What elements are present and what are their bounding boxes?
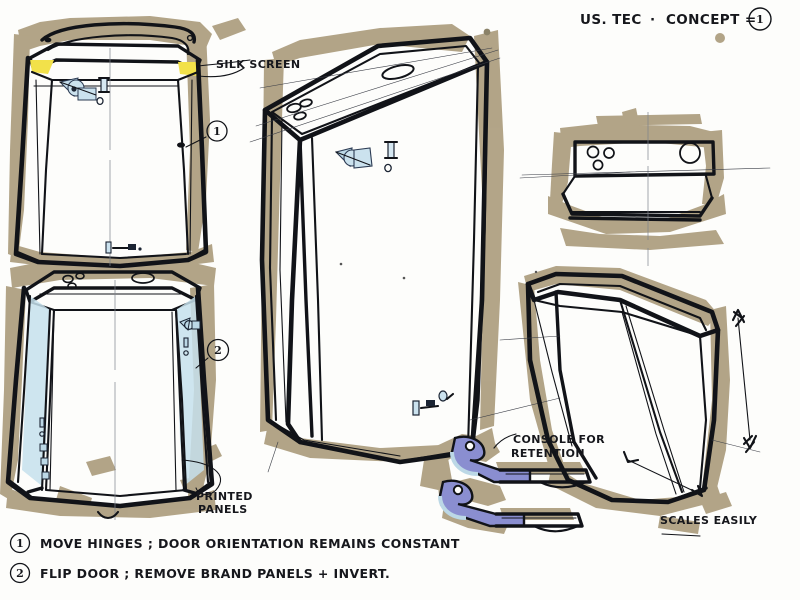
brand-logo-mark-perspective <box>334 140 399 173</box>
footer-note-1-badge-text: 1 <box>16 537 24 550</box>
brand-logo-mark-open-left <box>39 417 50 480</box>
brand-panel-left <box>22 296 50 486</box>
dimension-arrow-right <box>731 308 758 454</box>
view-top-plan-detail <box>519 112 771 240</box>
footer-note-1: 1 MOVE HINGES ; DOOR ORIENTATION REMAINS… <box>9 532 460 554</box>
hinge-upper <box>450 435 592 489</box>
view-front-elevation-closed: SILK SCREEN 1 <box>13 22 300 269</box>
footer-note-2-badge-circle <box>9 562 31 584</box>
brand-logo-mark-open-right <box>179 317 201 356</box>
lower-mark-perspective <box>412 390 455 416</box>
header-badge-text: 1 <box>756 13 764 26</box>
header-separator: · <box>650 12 656 28</box>
view-front-elevation-open: 2 PRINTED PANELS <box>5 270 253 520</box>
plan-cutout-4 <box>679 142 701 164</box>
footer-note-2-text: FLIP DOOR ; REMOVE BRAND PANELS + INVERT… <box>40 566 390 581</box>
label-console-line1: CONSOLE FOR <box>513 433 605 446</box>
label-silk-screen: SILK SCREEN <box>216 58 300 71</box>
callout-badge-2-text: 2 <box>214 344 222 357</box>
footer-note-2-badge-text: 2 <box>16 567 24 580</box>
footer-notes: 1 MOVE HINGES ; DOOR ORIENTATION REMAINS… <box>9 532 460 584</box>
callout-badge-1-circle <box>206 120 228 142</box>
plan-cutout-3 <box>592 159 604 171</box>
label-scales-easily: SCALES EASILY <box>660 514 758 527</box>
view-angled-perspective: SCALES EASILY <box>499 248 761 537</box>
header-client: US. TEC <box>580 12 642 28</box>
footer-note-2: 2 FLIP DOOR ; REMOVE BRAND PANELS + INVE… <box>9 562 390 584</box>
accent-yellow-left <box>30 60 54 74</box>
label-printed-panels-line2: PANELS <box>198 503 248 516</box>
footer-note-1-text: MOVE HINGES ; DOOR ORIENTATION REMAINS C… <box>40 536 460 551</box>
plan-cutout-1 <box>586 145 600 159</box>
view-main-perspective <box>249 28 561 473</box>
callout-badge-1-text: 1 <box>213 125 221 138</box>
lower-mark-closed <box>105 241 142 254</box>
label-console-line2: RETENTION <box>511 447 585 460</box>
header-badge-circle <box>748 7 772 31</box>
dimension-arrow-bottom <box>622 450 704 498</box>
label-printed-panels-line1: PRINTED <box>196 490 253 503</box>
plan-cutout-2 <box>603 147 615 159</box>
callout-badge-2-circle <box>206 338 230 362</box>
brand-logo-mark-closed <box>59 76 111 106</box>
view-hinge-section-detail: CONSOLE FOR RETENTION <box>438 433 605 533</box>
sheet-header: US. TEC · CONCEPT = 1 <box>580 7 772 31</box>
hinge-lower <box>438 479 584 533</box>
footer-note-1-badge-circle <box>9 532 31 554</box>
header-label: CONCEPT = <box>666 12 757 28</box>
